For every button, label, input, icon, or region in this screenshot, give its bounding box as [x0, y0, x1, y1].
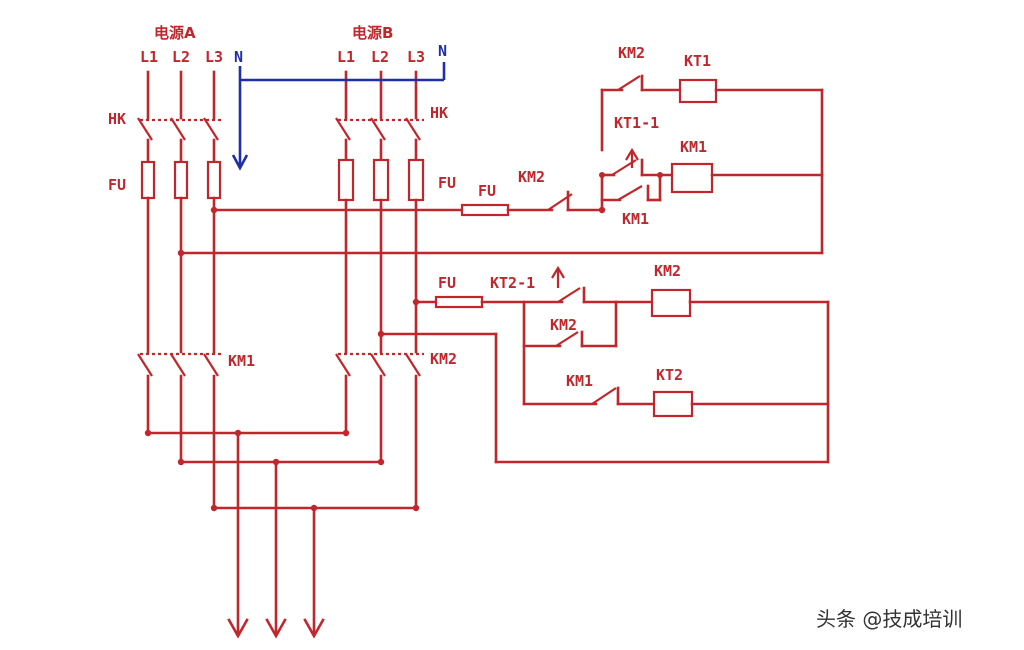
km2-hold-label: KM2 [550, 316, 577, 334]
control-circuit-a [177, 74, 824, 257]
source-b-l3-label: L3 [407, 48, 425, 66]
km2-coil-label: KM2 [654, 262, 681, 280]
neutral-label-b: N [438, 42, 447, 60]
hk-right-label: HK [430, 104, 448, 122]
source-b-l1-label: L1 [337, 48, 355, 66]
kt1-coil-label: KT1 [684, 52, 711, 70]
km2-ctrl-top-label: KM2 [518, 168, 545, 186]
kt1-contact-label: KT1-1 [614, 114, 659, 132]
source-b-label: 电源B [352, 24, 393, 42]
fu-left-label: FU [108, 176, 126, 194]
source-b-phases [335, 70, 425, 510]
km1-hold-label: KM1 [622, 210, 649, 228]
km1-coil-label: KM1 [680, 138, 707, 156]
km2-main-label: KM2 [430, 350, 457, 368]
source-a-l1-label: L1 [140, 48, 158, 66]
neutral-line [231, 62, 446, 171]
km1-interlock-label: KM1 [566, 372, 593, 390]
km1-main-label: KM1 [228, 352, 255, 370]
fu-ctrl-top-label: FU [478, 182, 496, 200]
source-b-l2-label: L2 [371, 48, 389, 66]
control-circuit-b [377, 265, 830, 464]
km2-interlock-label: KM2 [618, 44, 645, 62]
labels: 电源A 电源B L1 L2 L3 L1 L2 L3 N N HK HK FU F… [108, 24, 711, 390]
neutral-label-a: N [234, 48, 243, 66]
watermark: 头条 @技成培训 [816, 607, 962, 631]
source-a-phases [137, 70, 222, 510]
fu-right-label: FU [438, 174, 456, 192]
source-a-l2-label: L2 [172, 48, 190, 66]
kt2-contact-label: KT2-1 [490, 274, 535, 292]
source-a-label: 电源A [154, 24, 196, 42]
output-bus [144, 429, 420, 639]
fu-ctrl-bottom-label: FU [438, 274, 456, 292]
hk-left-label: HK [108, 110, 126, 128]
source-a-l3-label: L3 [205, 48, 223, 66]
kt2-coil-label: KT2 [656, 366, 683, 384]
